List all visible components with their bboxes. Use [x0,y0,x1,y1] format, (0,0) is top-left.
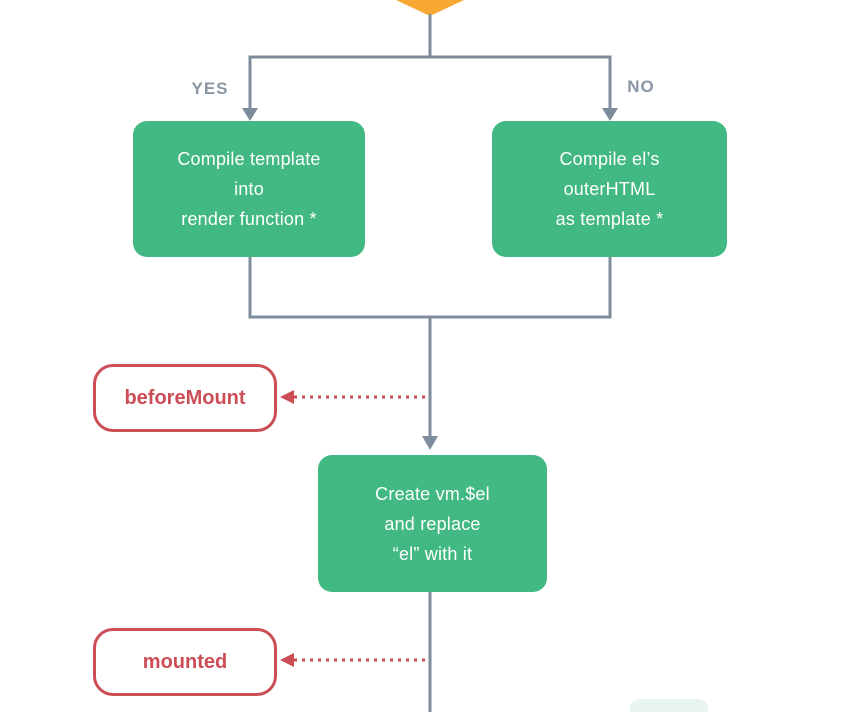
node-text-line: Compile template [177,149,321,169]
node-create-vm-el: Create vm.$el and replace “el” with it [318,455,547,592]
arrowhead-before-mount-icon [280,390,294,404]
arrowhead-create-icon [422,436,438,450]
node-text-line: into [234,179,264,199]
branch-label-yes: YES [191,79,229,98]
connector-merge-bar [248,257,612,437]
hook-badge-before-mount: beforeMount [93,364,277,432]
hook-badge-mounted: mounted [93,628,277,696]
node-text-line: Compile el’s [559,149,660,169]
arrowhead-no-icon [602,108,618,121]
node-text-line: and replace [384,513,481,534]
node-compile-outerhtml: Compile el’s outerHTML as template * [492,121,727,257]
hook-label: beforeMount [124,386,246,409]
node-text-line: outerHTML [563,179,656,199]
node-text-line: render function * [181,209,317,229]
node-text-line: Create vm.$el [375,483,490,504]
hook-label: mounted [142,650,228,673]
arrowhead-yes-icon [242,108,258,121]
node-text-line: “el” with it [392,543,473,564]
connector-branch-bar [248,55,612,109]
next-node-partial [630,699,708,712]
branch-label-no: NO [627,77,655,96]
arrowhead-mounted-icon [280,653,294,667]
node-text-line: as template * [555,209,664,229]
node-compile-template: Compile template into render function * [133,121,365,257]
decision-diamond-tip-icon [396,0,464,16]
